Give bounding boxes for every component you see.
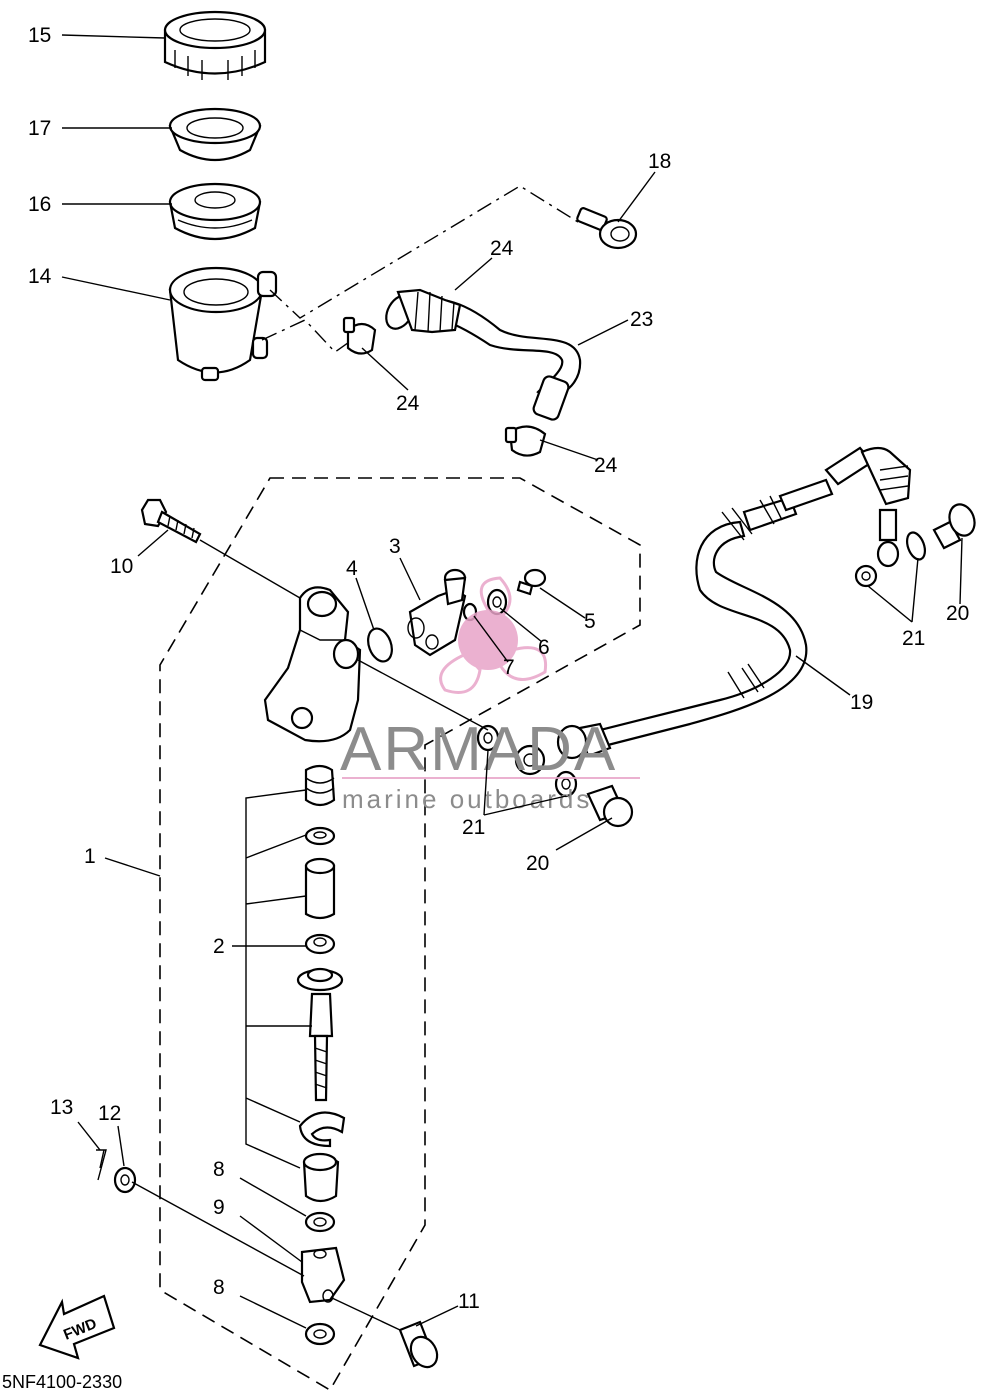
hose-clip-24-lower[interactable] — [504, 425, 547, 457]
callout-9: 9 — [213, 1196, 225, 1219]
leader-washer-joint — [131, 1181, 305, 1277]
callout-5: 5 — [584, 610, 596, 633]
diaphragm-plate-16[interactable] — [168, 182, 262, 241]
callout-21-left: 21 — [462, 816, 485, 839]
joint-9[interactable] — [300, 1246, 346, 1304]
bolt-10[interactable] — [140, 498, 202, 544]
washer-6[interactable] — [486, 588, 508, 616]
watermark-title: ARMADA — [340, 715, 617, 784]
piston-kit-2[interactable] — [296, 764, 346, 1148]
union-bolt-20-right[interactable] — [932, 501, 979, 550]
callout-20-left: 20 — [526, 852, 549, 875]
callout-14: 14 — [28, 265, 52, 288]
callout-4: 4 — [346, 557, 358, 580]
hose-holder-23[interactable] — [381, 288, 462, 334]
callout-20-right: 20 — [946, 602, 969, 625]
leader-body-gasket — [357, 659, 489, 731]
hose-joint-3[interactable] — [407, 568, 467, 657]
nut-8-middle[interactable] — [304, 1211, 336, 1233]
callout-2: 2 — [213, 935, 225, 958]
callout-17: 17 — [28, 117, 51, 140]
kit-bracket — [245, 789, 312, 1169]
callout-18: 18 — [648, 150, 671, 173]
callout-leaders — [61, 34, 963, 1329]
callout-21-right: 21 — [902, 627, 925, 650]
washer-12[interactable] — [113, 1166, 137, 1194]
callout-10: 10 — [110, 555, 133, 578]
callout-24-lower: 24 — [594, 454, 618, 477]
leader-bolt-10-body — [199, 539, 301, 599]
callout-1: 1 — [84, 845, 96, 868]
callout-19: 19 — [850, 691, 873, 714]
leader-pin-joint — [331, 1297, 401, 1331]
callout-16: 16 — [28, 193, 51, 216]
callout-8-upper: 8 — [213, 1158, 225, 1181]
reservoir-cap-15[interactable] — [163, 10, 267, 80]
callout-22: 23 — [630, 308, 653, 331]
reservoir-tank-14[interactable] — [168, 266, 278, 382]
diagram-code: 5NF4100-2330 — [2, 1372, 122, 1390]
callout-24-upper: 24 — [396, 392, 420, 415]
diaphragm-17[interactable] — [168, 107, 262, 161]
callout-6: 6 — [538, 636, 550, 659]
assembly-boundary — [159, 477, 641, 1390]
cotter-pin-13[interactable] — [96, 1149, 107, 1181]
nut-8-upper[interactable] — [302, 1152, 340, 1203]
watermark-subtitle: marine outboards — [342, 784, 592, 814]
callout-13: 13 — [50, 1096, 73, 1119]
callout-15: 15 — [28, 24, 51, 47]
gasket-21-right-a[interactable] — [854, 564, 878, 588]
master-cylinder-body[interactable] — [263, 586, 362, 743]
brake-hose-19[interactable] — [514, 446, 912, 776]
hose-clip-24-upper[interactable] — [342, 316, 377, 355]
bolt-18[interactable] — [576, 207, 638, 250]
pin-11[interactable] — [398, 1320, 442, 1372]
callout-7: 7 — [503, 656, 515, 679]
gasket-21-right-b[interactable] — [904, 530, 929, 562]
callout-3: 3 — [389, 535, 401, 558]
union-bolt-20-left[interactable] — [586, 784, 634, 828]
fwd-arrow: FWD — [38, 1294, 116, 1360]
callout-12: 12 — [98, 1102, 121, 1125]
callout-11: 11 — [458, 1290, 480, 1313]
nut-8-lower[interactable] — [304, 1322, 336, 1346]
link-line-reservoir-bolt — [269, 185, 579, 319]
screw-5[interactable] — [516, 568, 547, 596]
o-ring-4[interactable] — [364, 625, 396, 664]
callout-23: 24 — [490, 237, 514, 260]
callout-8-lower: 8 — [213, 1276, 225, 1299]
link-line-reservoir-clip — [261, 319, 353, 353]
